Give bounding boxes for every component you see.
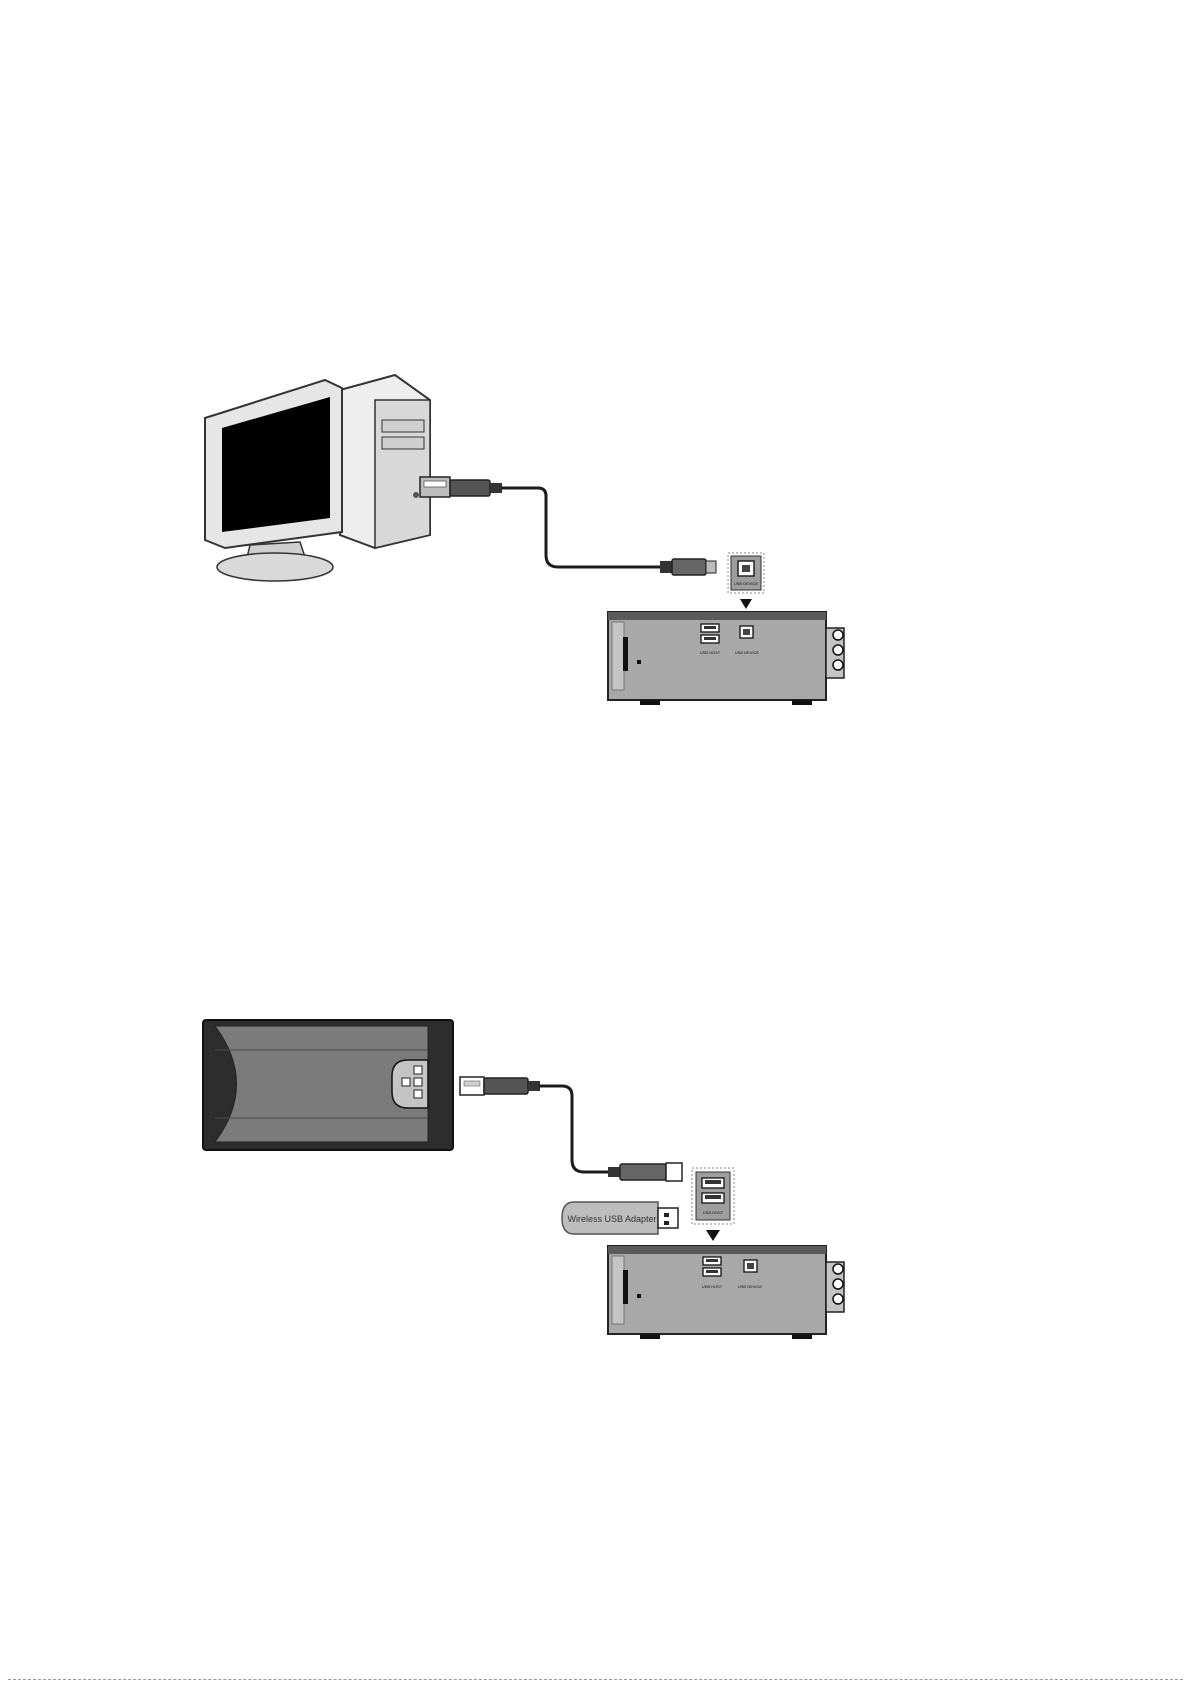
pc-tower: [340, 375, 430, 548]
adapter-label: Wireless USB Adapter: [567, 1214, 656, 1224]
arrow-down-icon: [706, 1230, 720, 1241]
arrow-down-icon: [740, 599, 752, 609]
usb-drive-connection-diagram: Wireless USB Adapter USB HOST: [0, 1010, 1191, 1350]
computer-connection-svg: USB DEVICE USB HOST USB DEVICE: [0, 360, 1191, 720]
wireless-usb-adapter: Wireless USB Adapter: [562, 1202, 678, 1234]
usb-cable-1: [502, 488, 660, 567]
usb-drive-connection-svg: Wireless USB Adapter USB HOST: [0, 1010, 1191, 1350]
device-port-label-device: USB DEVICE: [735, 650, 760, 655]
callout-port-label: USB DEVICE: [734, 581, 759, 586]
callout-usb-host-port: USB HOST: [692, 1168, 734, 1224]
external-usb-drive: [203, 1020, 453, 1150]
usb-a-plug-pc: [420, 477, 502, 497]
usb-cable-2: [540, 1086, 608, 1172]
usb-a-plug-device: [608, 1163, 682, 1181]
device-port-label-host-2: USB HOST: [702, 1284, 723, 1289]
callout-port-label-2: USB HOST: [703, 1210, 724, 1215]
media-player-device-2: USB HOST USB DEVICE: [608, 1246, 844, 1339]
usb-a-plug-drive: [460, 1077, 540, 1095]
page-bottom-rule: [8, 1679, 1183, 1680]
device-port-label-host: USB HOST: [700, 650, 721, 655]
computer-connection-diagram: USB DEVICE USB HOST USB DEVICE: [0, 360, 1191, 720]
pc-monitor: [205, 380, 342, 581]
callout-usb-device-port: USB DEVICE: [728, 553, 764, 593]
media-player-device: USB HOST USB DEVICE: [608, 612, 844, 705]
usb-b-plug-device: [660, 559, 716, 575]
device-port-label-device-2: USB DEVICE: [738, 1284, 763, 1289]
